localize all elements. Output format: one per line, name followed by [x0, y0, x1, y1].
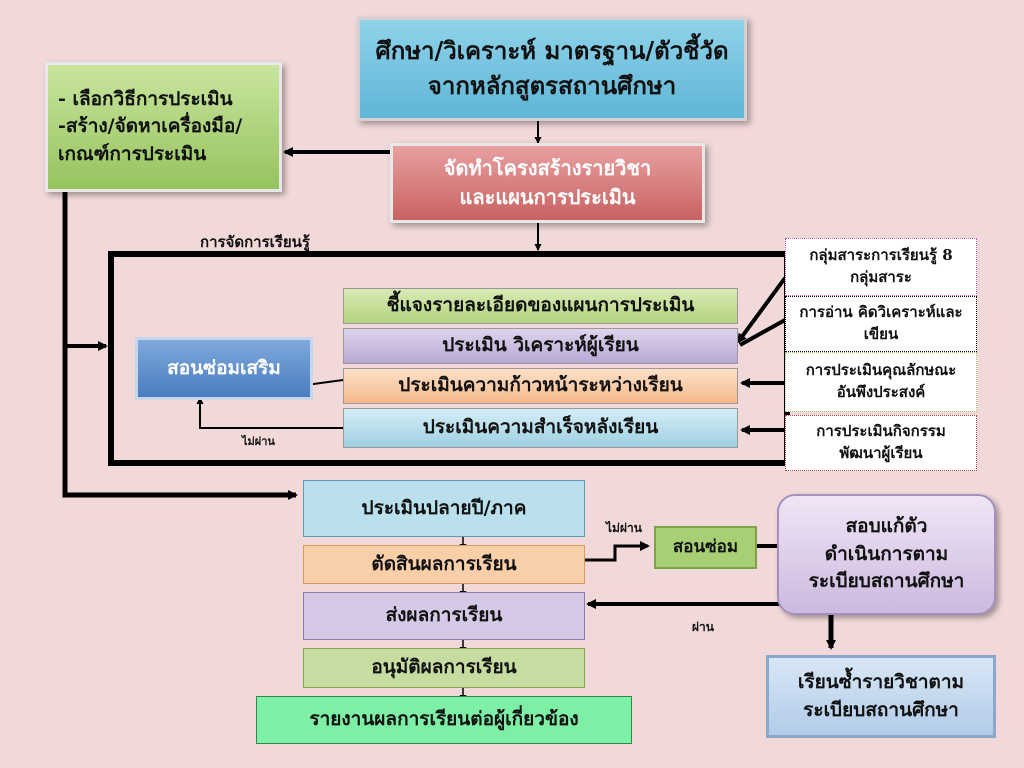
achievement-assessment-box: ประเมินความสำเร็จหลังเรียน: [343, 408, 738, 448]
final-assessment-box: ประเมินปลายปี/ภาค: [303, 480, 585, 537]
fail-label-inner: ไม่ผ่าน: [242, 435, 275, 448]
repeat-course-box: เรียนซ้ำรายวิชาตาม ระเบียบสถานศึกษา: [766, 655, 996, 738]
analyze-learner-box: ประเมิน วิเคราะห์ผู้เรียน: [343, 328, 738, 364]
arrow-side2: [739, 318, 786, 347]
side-learner-activities: การประเมินกิจกรรมพัฒนาผู้เรียน: [785, 415, 977, 471]
arrow-grade-remedial: [585, 541, 650, 562]
learning-management-label: การจัดการเรียนรู้: [200, 233, 310, 251]
plan-explain-box: ชี้แจงรายละเอียดของแผนการประเมิน: [343, 288, 738, 324]
remedial-box: สอนซ่อม: [654, 526, 757, 569]
side-reading-thinking: การอ่าน คิดวิเคราะห์และเขียน: [785, 296, 977, 352]
progress-assessment-box: ประเมินความก้าวหน้าระหว่างเรียน: [343, 368, 738, 404]
approve-results-box: อนุมัติผลการเรียน: [303, 648, 585, 688]
retest-box: สอบแก้ตัว ดำเนินการตาม ระเบียบสถานศึกษา: [777, 494, 996, 615]
side-desired-characteristics: การประเมินคุณลักษณะอันพึงประสงค์: [785, 352, 977, 412]
pass-label: ผ่าน: [692, 620, 714, 634]
fail-label: ไม่ผ่าน: [606, 521, 642, 535]
report-results-box: รายงานผลการเรียนต่อผู้เกี่ยวข้อง: [256, 696, 632, 744]
arrow-side1: [736, 276, 787, 344]
arrow-left-final: [62, 190, 298, 500]
arrow-achieve-remedial: [196, 397, 343, 429]
assessment-method-box: - เลือกวิธีการประเมิน -สร้าง/จัดหาเครื่อ…: [45, 62, 282, 192]
curriculum-analysis-box: ศึกษา/วิเคราะห์ มาตรฐาน/ตัวชี้วัด จากหลั…: [357, 17, 747, 121]
send-results-box: ส่งผลการเรียน: [303, 592, 585, 640]
remedial-teaching-box: สอนซ่อมเสริม: [135, 337, 313, 400]
grade-decision-box: ตัดสินผลการเรียน: [303, 545, 585, 584]
course-structure-box: จัดทำโครงสร้างรายวิชา และแผนการประเมิน: [390, 143, 705, 223]
